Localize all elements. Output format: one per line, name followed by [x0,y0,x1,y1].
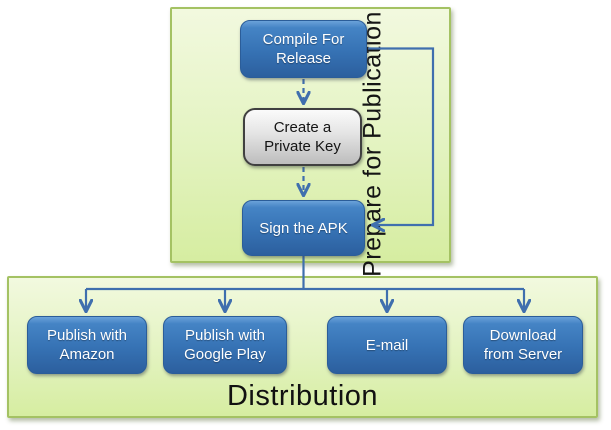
node-label-line: Publish with [184,327,266,344]
node-label-line: Sign the APK [259,219,348,237]
node-label-line: Private Key [264,138,341,155]
node-publish-with-amazon: Publish with Amazon [27,316,147,374]
node-label-line: Release [275,50,332,67]
distribution-section-title: Distribution [226,380,379,412]
node-sign-the-apk: Sign the APK [242,200,365,256]
node-label-line: Compile For [262,31,345,48]
arrow-compile-loop-to-sign [368,47,435,226]
node-label-line: Amazon [59,346,115,363]
node-create-private-key: Create a Private Key [243,108,362,166]
node-email: E-mail [327,316,447,374]
node-label-line: Create a [273,119,332,136]
node-label-line: E-mail [365,336,409,354]
node-download-from-server: Download from Server [463,316,583,374]
node-publish-with-google-play: Publish with Google Play [163,316,287,374]
node-label-line: Download [489,327,557,344]
node-label-line: Google Play [184,346,266,363]
node-label-line: Publish with [46,327,128,344]
node-label-line: from Server [483,346,563,363]
node-compile-for-release: Compile For Release [240,20,367,78]
